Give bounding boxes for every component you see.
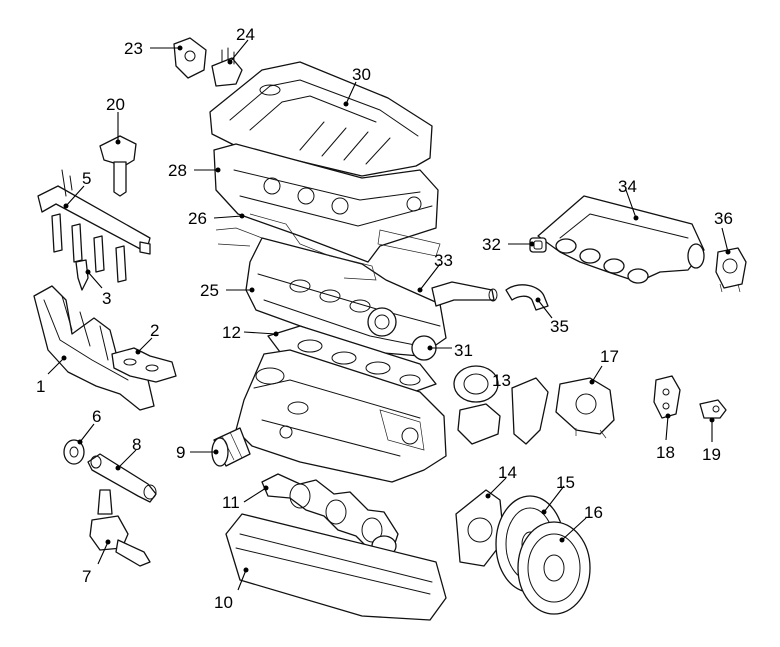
callout-17: 17 [600,347,619,366]
callout-25: 25 [200,281,219,300]
callout-15: 15 [556,473,575,492]
sensor-clip [699,399,727,419]
oil-pan [225,513,447,621]
piston-rod-assembly [89,489,151,567]
callout-7: 7 [82,567,91,586]
callout-30: 30 [352,65,371,84]
fuel-injector [75,259,89,291]
fuel-rail [37,169,151,283]
oil-filter [211,427,251,467]
thermostat-housing [453,365,549,445]
breather-hose [505,284,549,311]
callout-11: 11 [222,493,240,512]
callout-5: 5 [82,169,91,188]
callout-23: 23 [124,39,143,58]
callout-13: 13 [492,371,511,390]
valve-train [215,213,447,361]
throttle-body [715,247,747,293]
callout-14: 14 [498,463,517,482]
cam-position-sensor [173,37,207,79]
map-sensor [211,47,243,87]
callout-3: 3 [102,289,111,308]
callout-12: 12 [222,323,241,342]
callout-labels: 1 2 3 5 6 7 8 9 10 11 12 13 14 15 16 17 … [36,25,733,612]
callout-28: 28 [168,161,187,180]
callout-18: 18 [656,443,675,462]
callout-6: 6 [92,407,101,426]
cylinder-head-cover [209,61,433,177]
callout-26: 26 [188,209,207,228]
intake-manifold [537,195,705,284]
engine-block [235,349,447,483]
callout-10: 10 [214,593,233,612]
callout-2: 2 [150,321,159,340]
clutch-disc [517,521,591,615]
crank-pulley [63,439,85,465]
callout-31: 31 [454,341,473,360]
callout-16: 16 [584,503,603,522]
engine-bracket [653,375,681,419]
water-pump [555,377,615,439]
callout-8: 8 [132,435,141,454]
connecting-rod [87,453,157,503]
leader-lines [47,39,729,591]
callout-34: 34 [618,177,637,196]
callout-19: 19 [702,445,721,464]
callout-36: 36 [714,209,733,228]
callout-9: 9 [176,443,185,462]
callout-24: 24 [236,25,255,44]
cylinder-head [213,143,441,263]
coolant-hose [431,281,498,307]
callout-33: 33 [434,251,453,270]
leader-dots [61,45,731,573]
ignition-coil [99,135,137,197]
exhaust-manifold [33,285,155,411]
callout-32: 32 [482,235,501,254]
callout-35: 35 [550,317,569,336]
callout-1: 1 [36,377,45,396]
callout-20: 20 [106,95,125,114]
